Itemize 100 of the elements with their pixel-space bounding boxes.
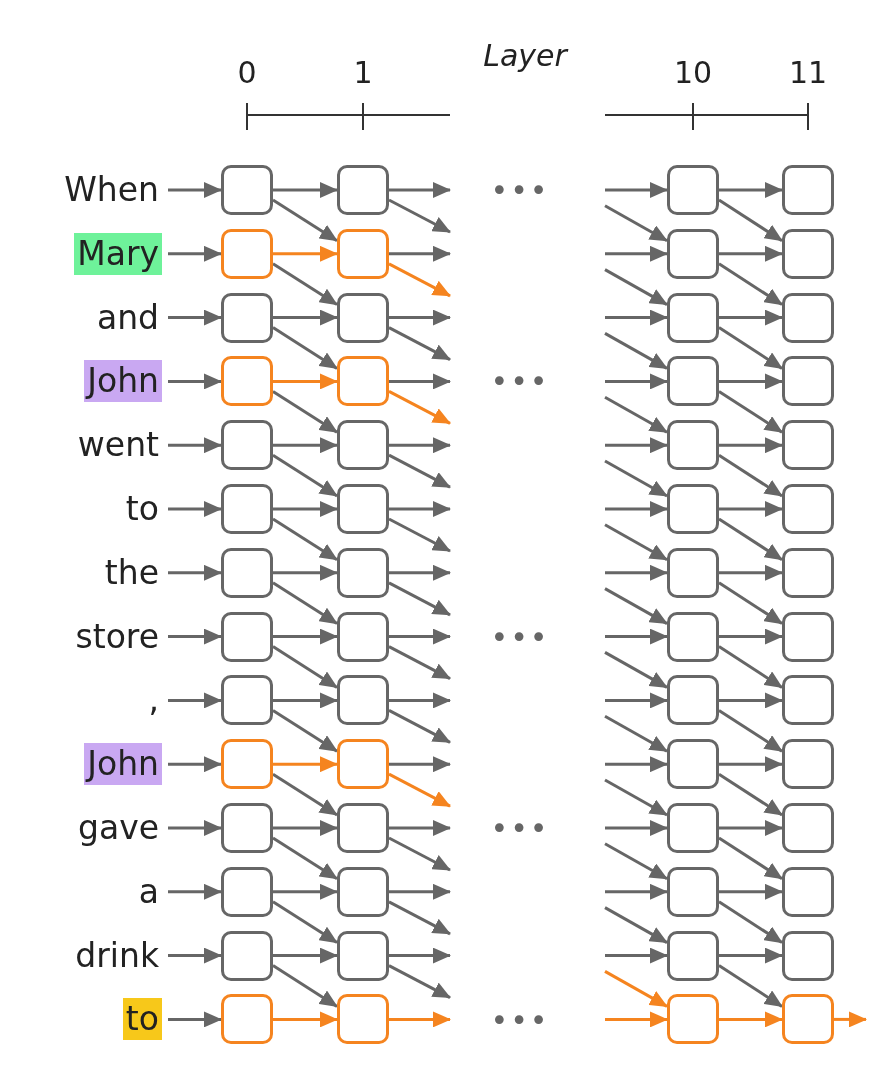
arrow [272, 517, 338, 562]
arrow [389, 564, 451, 581]
arrow [168, 883, 222, 900]
arrow [719, 883, 783, 900]
token-word: , [145, 679, 162, 722]
arrow [719, 947, 783, 964]
arrow [604, 268, 668, 306]
arrow [604, 204, 668, 243]
layer-box [782, 547, 834, 598]
arrow [273, 245, 338, 262]
arrow [605, 756, 668, 773]
highlighted-word: Mary [74, 232, 162, 275]
token-word: went [74, 424, 162, 467]
layer-box [221, 739, 273, 790]
arrow [272, 390, 338, 434]
layer-box [221, 803, 273, 853]
layer-number: 0 [237, 54, 257, 90]
arrow [718, 453, 783, 498]
layer-box [667, 547, 719, 598]
arrow [273, 820, 338, 836]
arrow [718, 964, 783, 1008]
arrow [168, 501, 222, 517]
arrow [604, 714, 668, 753]
layer-box [337, 420, 389, 471]
arrow [272, 326, 338, 370]
arrow [718, 517, 783, 562]
arrow [605, 437, 668, 454]
layer-box [667, 228, 719, 279]
arrow [272, 772, 338, 817]
layer-box [782, 165, 834, 215]
arrow [605, 373, 668, 390]
layer-box [337, 803, 389, 853]
token-word: to [122, 488, 162, 530]
arrow [718, 709, 783, 753]
arrow [273, 501, 338, 517]
axis-title: Layer [483, 37, 567, 73]
arrow [388, 453, 451, 489]
layer-box [667, 292, 719, 343]
layer-box [667, 803, 719, 853]
arrow [272, 581, 338, 625]
arrow [718, 262, 783, 306]
token-word: a [135, 870, 162, 913]
layer-box [667, 866, 719, 917]
arrow [272, 709, 338, 753]
layer-box [221, 930, 273, 981]
arrow [718, 581, 783, 625]
arrow [604, 970, 668, 1008]
arrow [718, 836, 783, 881]
arrow [168, 628, 222, 645]
arrow [168, 820, 222, 836]
layer-box [221, 165, 273, 215]
arrow [604, 459, 668, 498]
layer-box [337, 228, 389, 279]
layer-box [782, 484, 834, 534]
arrow [719, 182, 783, 198]
layer-box [337, 994, 389, 1045]
arrow [272, 964, 338, 1008]
arrow [273, 1011, 338, 1028]
arrow [389, 309, 451, 326]
arrow [168, 437, 222, 454]
arrow [605, 628, 668, 645]
arrow [718, 900, 783, 944]
layer-box [782, 675, 834, 726]
layer-box [782, 611, 834, 662]
arrow [389, 820, 451, 836]
layer-box [221, 356, 273, 407]
arrow [604, 332, 668, 370]
arrow [605, 692, 668, 709]
arrow [168, 947, 222, 964]
arrow [389, 756, 451, 773]
layer-box [221, 611, 273, 662]
layer-box [221, 228, 273, 279]
layer-box [667, 484, 719, 534]
layer-box [337, 356, 389, 407]
arrow [272, 262, 338, 306]
token-word: and [93, 296, 162, 339]
arrow [388, 900, 451, 936]
arrow [389, 245, 451, 262]
arrow [389, 1011, 451, 1028]
arrow [168, 182, 222, 198]
arrow [604, 587, 668, 625]
arrow [719, 373, 783, 390]
arrow [389, 883, 451, 900]
layer-box [221, 994, 273, 1045]
arrow [719, 820, 783, 836]
arrow [273, 947, 338, 964]
layer-box [667, 739, 719, 790]
arrow [168, 373, 222, 390]
arrow [604, 651, 668, 689]
layer-box [221, 675, 273, 726]
arrow [834, 1011, 867, 1028]
arrow [388, 326, 451, 361]
highlighted-word: to [122, 998, 162, 1041]
ellipsis: ••• [490, 363, 550, 399]
layer-number: 1 [353, 54, 373, 90]
arrow [168, 756, 222, 773]
arrow [273, 692, 338, 709]
arrow [388, 836, 451, 872]
layer-box [221, 866, 273, 917]
arrow [388, 198, 451, 234]
